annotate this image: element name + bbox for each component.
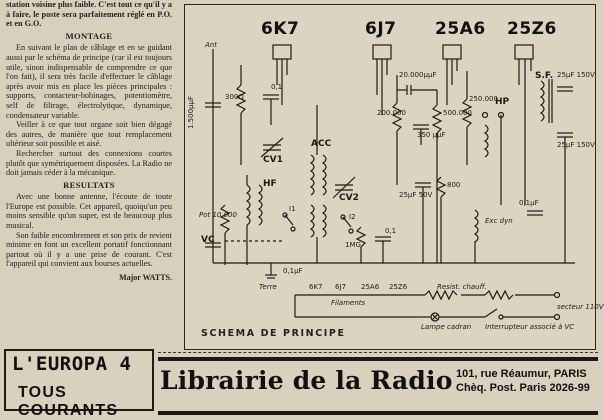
label-r200k: 200.000 — [377, 109, 406, 117]
schematic-diagram: 6K7 6J7 25A6 25Z6 Ant 1.500μμF 300Ω 0,1 … — [184, 4, 604, 350]
europa-advert: L'EUROPA 4 TOUS COURANTS — [4, 349, 154, 419]
label-cv2: CV2 — [339, 193, 359, 203]
label-c25: 25μF 50V — [399, 191, 433, 199]
label-terre: Terre — [259, 283, 277, 291]
librairie-address-line-2: Chèq. Post. Paris 2026-99 — [456, 382, 590, 394]
author-signature: Major WATTS. — [119, 273, 172, 283]
tube-label-1: 6K7 — [261, 19, 300, 39]
label-fil-6j7: 6J7 — [335, 283, 346, 291]
label-c25b: 25μF 150V — [557, 71, 595, 79]
label-c01a: 0,1 — [271, 83, 283, 91]
label-sf: S.F. — [535, 71, 554, 81]
label-cv1: CV1 — [263, 155, 283, 165]
label-c1500: 1.500μμF — [187, 96, 195, 129]
label-i2: I2 — [349, 213, 356, 221]
librairie-address: 101, rue Réaumur, PARIS Chèq. Post. Pari… — [456, 367, 590, 395]
label-fil-6k7: 6K7 — [309, 283, 323, 291]
label-c01b: 0,1μF — [283, 267, 303, 275]
label-fil-25a6: 25A6 — [361, 283, 380, 291]
label-lampe: Lampe cadran — [421, 323, 472, 331]
tube-6k7-symbol — [272, 44, 292, 105]
tube-25a6-symbol — [442, 44, 462, 105]
label-interrupteur: Interrupteur associé à VC — [485, 323, 575, 331]
schematic-drawing — [205, 44, 575, 322]
label-c350: 350 μμF — [417, 131, 446, 139]
label-c25c: 25μF 150V — [557, 141, 595, 149]
magazine-page: station voisine plus faible. C'est tout … — [4, 0, 604, 419]
label-hp: HP — [495, 97, 510, 107]
librairie-name: Librairie de la Radio — [160, 366, 453, 395]
tube-label-2: 6J7 — [365, 19, 397, 39]
divider-dotted — [158, 352, 598, 354]
label-r300: 300Ω — [225, 93, 244, 101]
tube-label-4: 25Z6 — [507, 19, 557, 39]
article-intro: station voisine plus faible. C'est tout … — [6, 0, 172, 29]
label-secteur: secteur 110V — [557, 303, 604, 311]
librairie-advert: Librairie de la Radio 101, rue Réaumur, … — [158, 357, 598, 415]
montage-heading: MONTAGE — [65, 30, 113, 41]
label-vc: VC — [201, 235, 215, 245]
label-i1: I1 — [289, 205, 296, 213]
label-r1mg: 1MG — [345, 241, 361, 249]
label-filaments: Filaments — [331, 299, 366, 307]
label-fil-25z6: 25Z6 — [389, 283, 408, 291]
label-exc-dyn: Exc dyn — [485, 217, 513, 225]
resultats-heading: RESULTATS — [63, 179, 115, 190]
resultats-paragraph-2: Son faible encombrement et son prix de r… — [6, 230, 172, 269]
label-pot: Pot 10.000 — [199, 211, 237, 219]
article-column: station voisine plus faible. C'est tout … — [6, 0, 172, 338]
label-c01c: 0,1 — [385, 227, 397, 235]
label-r800: 800 — [447, 181, 461, 189]
label-antenna: Ant — [205, 41, 217, 49]
label-c01d: 0,1μF — [519, 199, 539, 207]
tube-6j7-symbol — [372, 44, 392, 115]
montage-paragraph-3: Rechercher surtout des connexions courte… — [6, 148, 172, 178]
europa-title: L'EUROPA 4 — [12, 353, 132, 375]
label-r500k: 500.000 — [443, 109, 472, 117]
label-c20000: 20.000μμF — [399, 71, 437, 79]
label-hf: HF — [263, 179, 277, 189]
tube-25z6-symbol — [514, 44, 534, 205]
label-resist: Resist. chauff. — [437, 283, 487, 291]
montage-paragraph-1: En suivant le plan de câblage et en se g… — [6, 43, 172, 120]
label-acc: ACC — [311, 139, 332, 149]
montage-paragraph-2: Veiller à ce que tout organe soit bien d… — [6, 120, 172, 149]
europa-subtitle: TOUS COURANTS — [18, 384, 119, 419]
schematic-caption: SCHEMA DE PRINCIPE — [201, 328, 346, 339]
label-r250k: 250.000 — [469, 95, 498, 103]
resultats-paragraph-1: Avec une bonne antenne, l'écoute de tout… — [6, 192, 172, 231]
tube-label-3: 25A6 — [435, 19, 486, 39]
librairie-address-line-1: 101, rue Réaumur, PARIS — [456, 368, 587, 380]
